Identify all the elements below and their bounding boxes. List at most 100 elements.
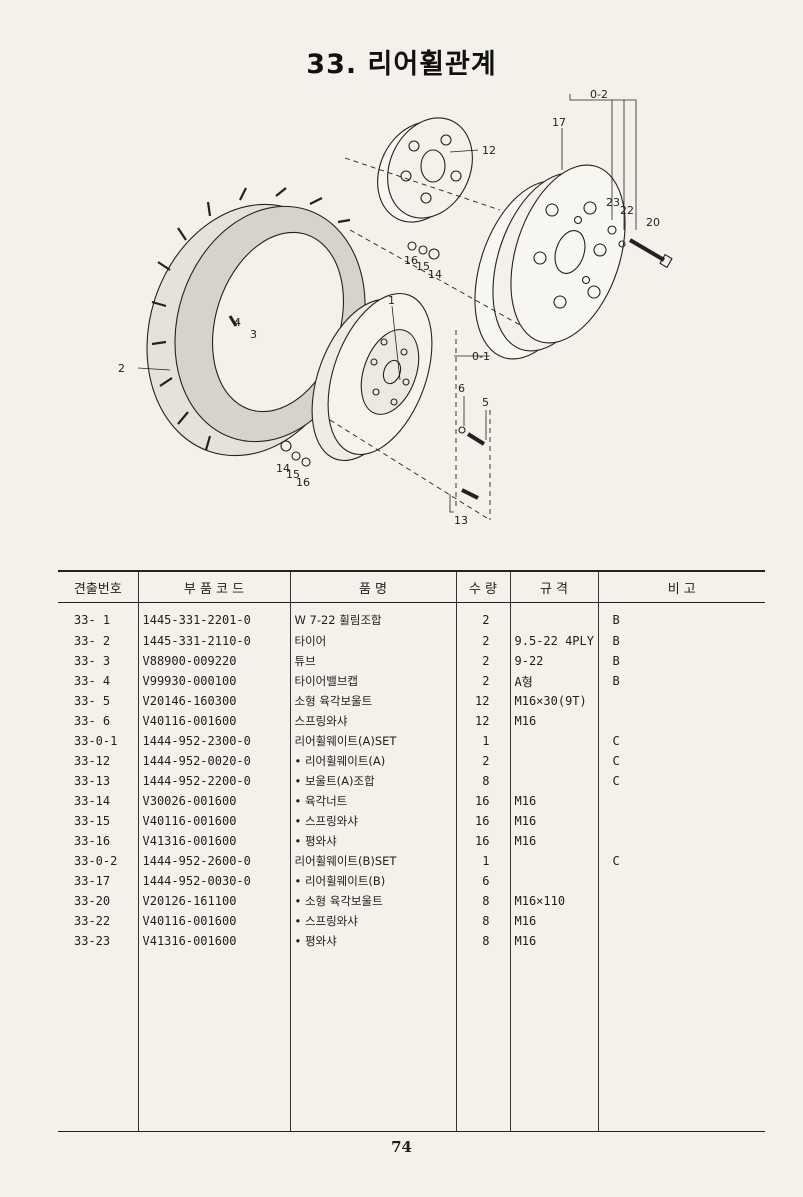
cell-remarks <box>598 811 765 831</box>
bolt-5 <box>458 426 486 446</box>
callout-label: 23 <box>606 196 620 209</box>
table-row: 33-20 V20126-161100 • 소형 육각보울트 8 M16×110 <box>58 891 765 911</box>
cell-part-code: V20146-160300 <box>138 691 291 711</box>
cell-part-code: V41316-001600 <box>138 831 291 851</box>
col-header-qty: 수 량 <box>456 570 511 603</box>
cell-spec <box>510 602 599 631</box>
cell-spec: M16 <box>510 831 599 851</box>
callout-label: 14 <box>276 462 290 475</box>
cell-qty: 1 <box>456 731 511 751</box>
cell-part-code: V40116-001600 <box>138 811 291 831</box>
callout-label: 16 <box>296 476 310 489</box>
cell-part-code: 1445-331-2201-0 <box>138 602 291 631</box>
col-header-spec: 규 격 <box>510 570 599 603</box>
callout-label: 15 <box>416 260 430 273</box>
callout-label: 4 <box>234 316 241 329</box>
cell-spec: M16 <box>510 791 599 811</box>
cell-remarks <box>598 891 765 911</box>
cell-part-name: 소형 육각보울트 <box>290 691 457 711</box>
cell-spec <box>510 771 599 791</box>
cell-ref-no: 33-0-2 <box>58 851 139 871</box>
cell-part-code: V30026-001600 <box>138 791 291 811</box>
cell-remarks <box>598 691 765 711</box>
assembly-lines <box>329 157 521 521</box>
cell-qty: 12 <box>456 711 511 731</box>
cell-spec: M16 <box>510 711 599 731</box>
table-row: 33-12 1444-952-0020-0 • 리어휠웨이트(A) 2 C <box>58 751 765 771</box>
rear-weight-b <box>474 164 626 360</box>
cell-part-name: 리어휠웨이트(A)SET <box>290 731 457 751</box>
callout-labels: 0-2 17 12 23 22 20 16 15 14 1 4 3 2 0-1 … <box>118 88 660 527</box>
table-header-row: 견출번호 부 품 코 드 품 명 수 량 규 격 비 고 <box>58 570 765 603</box>
cell-qty: 2 <box>456 671 511 691</box>
cell-part-code: V40116-001600 <box>138 911 291 931</box>
tire <box>146 187 366 457</box>
table-row: 33-22 V40116-001600 • 스프링와샤 8 M16 <box>58 911 765 931</box>
callout-label: 13 <box>454 514 468 527</box>
cell-remarks <box>598 711 765 731</box>
cell-qty: 2 <box>456 631 511 651</box>
table-row: 33- 1 1445-331-2201-0 W 7-22 휠림조합 2 B <box>58 602 765 631</box>
cell-ref-no: 33- 1 <box>58 602 139 631</box>
callout-label: 1 <box>388 294 395 307</box>
cell-qty: 6 <box>456 871 511 891</box>
cell-part-name: W 7-22 휠림조합 <box>290 602 457 631</box>
bolt-13 <box>461 488 479 500</box>
cell-qty: 12 <box>456 691 511 711</box>
cell-part-name: 타이어 <box>290 631 457 651</box>
cell-part-code: 1444-952-0030-0 <box>138 871 291 891</box>
table-row: 33-13 1444-952-2200-0 • 보울트(A)조합 8 C <box>58 771 765 791</box>
callout-label: 20 <box>646 216 660 229</box>
callout-label: 6 <box>458 382 465 395</box>
cell-part-code: 1445-331-2110-0 <box>138 631 291 651</box>
table-empty-space <box>58 951 765 1132</box>
cell-qty: 16 <box>456 811 511 831</box>
nut-group-upper <box>407 241 440 260</box>
cell-ref-no: 33-16 <box>58 831 139 851</box>
nut-group-lower <box>280 440 311 467</box>
cell-qty: 8 <box>456 771 511 791</box>
callout-label: 22 <box>620 204 634 217</box>
cell-ref-no: 33- 3 <box>58 651 139 671</box>
cell-remarks <box>598 931 765 951</box>
callout-label: 15 <box>286 468 300 481</box>
cell-remarks: B <box>612 634 620 648</box>
callout-label: 16 <box>404 254 418 267</box>
cell-ref-no: 33-14 <box>58 791 139 811</box>
cell-qty: 8 <box>456 891 511 911</box>
callout-label: 17 <box>552 116 566 129</box>
cell-remarks: C <box>612 734 620 748</box>
cell-part-name: 타이어밸브캡 <box>290 671 457 691</box>
callout-label: 14 <box>428 268 442 281</box>
col-header-ref-no: 견출번호 <box>58 570 139 603</box>
rear-weight-a <box>377 117 473 223</box>
col-header-part-name: 품 명 <box>290 570 457 603</box>
cell-qty: 16 <box>456 831 511 851</box>
cell-remarks: C <box>612 754 620 768</box>
cell-spec <box>510 731 599 751</box>
cell-part-code: V20126-161100 <box>138 891 291 911</box>
wheel-rim <box>311 292 433 462</box>
cell-ref-no: 33- 6 <box>58 711 139 731</box>
table-row: 33-17 1444-952-0030-0 • 리어휠웨이트(B) 6 <box>58 871 765 891</box>
cell-qty: 1 <box>456 851 511 871</box>
cell-ref-no: 33-20 <box>58 891 139 911</box>
cell-ref-no: 33-0-1 <box>58 731 139 751</box>
cell-part-name: • 리어휠웨이트(B) <box>290 871 457 891</box>
exploded-parts-diagram: 0-2 17 12 23 22 20 16 15 14 1 4 3 2 0-1 … <box>100 80 720 540</box>
cell-qty: 8 <box>456 911 511 931</box>
cell-part-code: 1444-952-2300-0 <box>138 731 291 751</box>
callout-label: 2 <box>118 362 125 375</box>
cell-spec: M16 <box>510 811 599 831</box>
cell-ref-no: 33-13 <box>58 771 139 791</box>
cell-part-code: V88900-009220 <box>138 651 291 671</box>
cell-qty: 16 <box>456 791 511 811</box>
cell-qty: 2 <box>456 602 511 631</box>
callout-label: 0-2 <box>590 88 608 101</box>
table-row: 33-0-1 1444-952-2300-0 리어휠웨이트(A)SET 1 C <box>58 731 765 751</box>
cell-spec: M16×30(9T) <box>510 691 599 711</box>
table-row: 33-0-2 1444-952-2600-0 리어휠웨이트(B)SET 1 C <box>58 851 765 871</box>
table-row: 33- 2 1445-331-2110-0 타이어 2 9.5-22 4PLY … <box>58 631 765 651</box>
cell-spec <box>510 871 599 891</box>
cell-remarks <box>598 791 765 811</box>
